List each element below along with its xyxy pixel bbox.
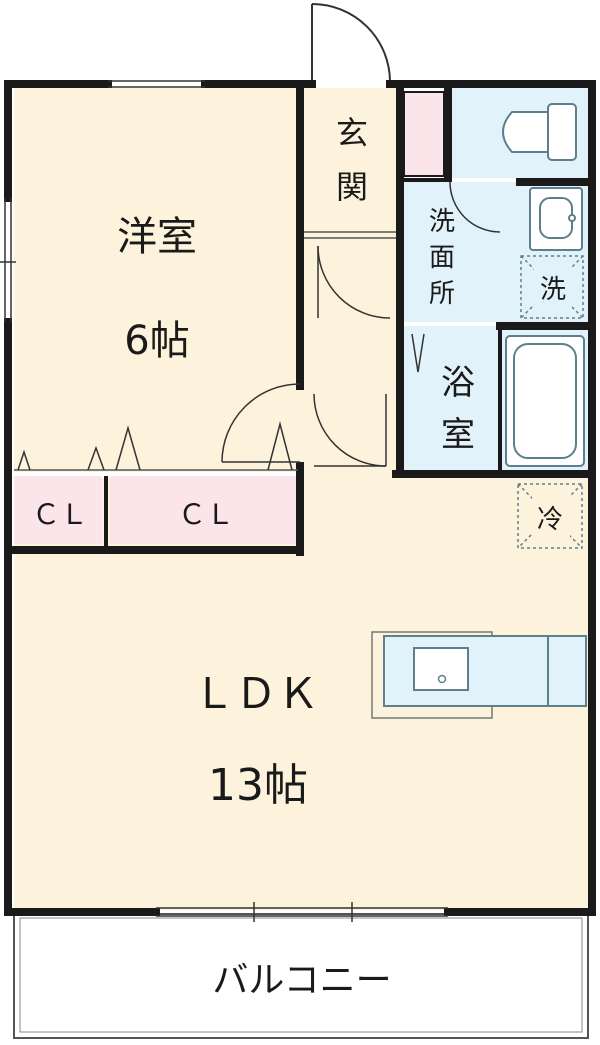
outer-walls bbox=[4, 80, 596, 916]
western-room-area bbox=[14, 88, 300, 472]
balcony-area bbox=[13, 913, 589, 1039]
western-room-side-window bbox=[0, 198, 16, 322]
western-room-window bbox=[108, 80, 205, 88]
balcony-name: バルコニー bbox=[212, 960, 391, 1001]
bathtub-fixture bbox=[505, 335, 585, 467]
closet-small-label: ＣＬ bbox=[32, 498, 88, 531]
interior-walls bbox=[10, 84, 596, 556]
wash-basin-fixture bbox=[529, 187, 583, 251]
western-room-name: 洋室 bbox=[117, 214, 197, 260]
entrance-label-2: 関 bbox=[336, 168, 368, 206]
washroom-label-3: 所 bbox=[429, 279, 455, 309]
fridge-space bbox=[517, 483, 583, 549]
entrance-door bbox=[311, 3, 391, 88]
entrance-label-1: 玄 bbox=[336, 114, 368, 152]
ldk-name: ＬＤＫ bbox=[193, 669, 319, 718]
room-door-swings bbox=[221, 181, 501, 467]
closet-folding-doors bbox=[17, 421, 293, 471]
western-room-size: 6帖 bbox=[124, 318, 189, 364]
toilet-fixture bbox=[502, 103, 577, 161]
washer-label: 洗 bbox=[540, 275, 566, 305]
fridge-label: 冷 bbox=[537, 505, 563, 535]
closet-large-area bbox=[110, 476, 298, 544]
washroom-label-1: 洗 bbox=[429, 207, 455, 237]
ldk-size: 13帖 bbox=[208, 760, 308, 811]
ldk-sliding-window bbox=[156, 902, 448, 922]
bathroom-label-1: 浴 bbox=[441, 363, 475, 403]
closet-small-area bbox=[14, 476, 102, 544]
bathroom-label-2: 室 bbox=[441, 415, 475, 455]
shoe-cabinet bbox=[403, 91, 445, 177]
kitchen-counter bbox=[371, 631, 587, 719]
closet-large-label: ＣＬ bbox=[178, 498, 234, 531]
washroom-label-2: 面 bbox=[429, 243, 455, 273]
